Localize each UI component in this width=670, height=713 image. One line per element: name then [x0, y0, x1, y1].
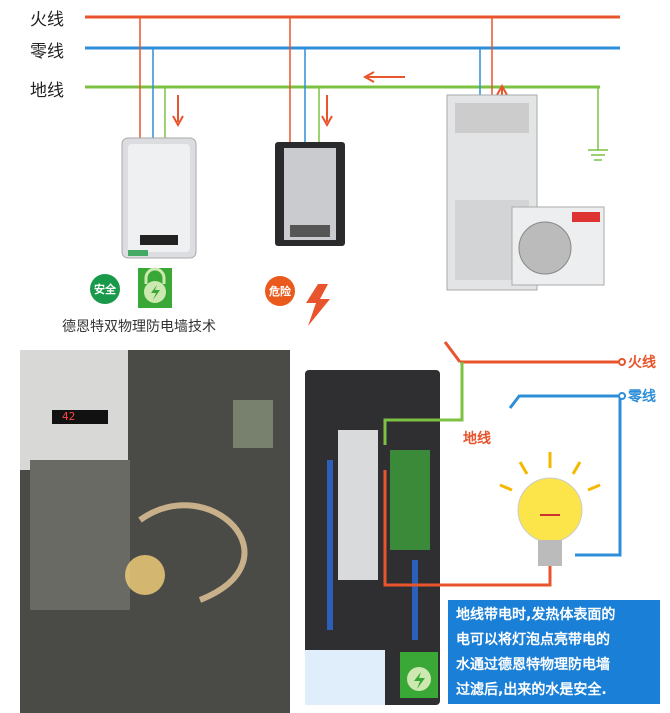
- info-box: 地线带电时,发热体表面的 电可以将灯泡点亮带电的 水通过德恩特物理防电墙 过滤后…: [448, 600, 660, 704]
- live-wire-label: 火线: [30, 10, 64, 30]
- info-line: 电可以将灯泡点亮带电的: [456, 632, 610, 648]
- safe-water-heater: [121, 137, 197, 259]
- ground-symbol-icon: [588, 149, 608, 161]
- lightning-bolt-icon: [306, 284, 330, 326]
- danger-badge: 危险: [265, 276, 295, 306]
- hand-water-image: [305, 650, 385, 705]
- live-terminal: [618, 358, 626, 366]
- live-circuit: [443, 341, 620, 364]
- lock-shield-icon: [400, 652, 438, 698]
- live-label: 火线: [628, 355, 656, 371]
- heater-internal-photo: [305, 370, 440, 705]
- bulb-circuit: [383, 470, 552, 587]
- info-line: 过滤后,出来的水是安全.: [456, 682, 607, 698]
- ground-wire-label: 地线: [30, 81, 64, 101]
- ground-circuit: [383, 362, 464, 445]
- safe-badge: 安全: [90, 274, 120, 304]
- lock-shield-icon: [138, 267, 172, 308]
- neutral-wire-label: 零线: [30, 42, 64, 62]
- caption: 德恩特双物理防电墙技术: [62, 319, 216, 335]
- info-line: 水通过德恩特物理防电墙: [456, 657, 610, 673]
- display-reading: 42: [62, 410, 76, 423]
- unsafe-water-heater: [275, 142, 345, 246]
- info-line: 地线带电时,发热体表面的: [456, 607, 616, 623]
- arrow-down-icon: [321, 95, 333, 128]
- air-conditioner-outdoor: [511, 206, 605, 286]
- arrow-left-icon: [362, 71, 405, 83]
- neutral-terminal: [618, 392, 626, 400]
- neutral-circuit: [508, 394, 622, 557]
- ground-label: 地线: [463, 431, 491, 447]
- arrow-down-icon: [172, 95, 184, 128]
- neutral-label: 零线: [628, 389, 656, 405]
- light-bulb-icon: [499, 452, 601, 566]
- test-photo: [20, 350, 290, 713]
